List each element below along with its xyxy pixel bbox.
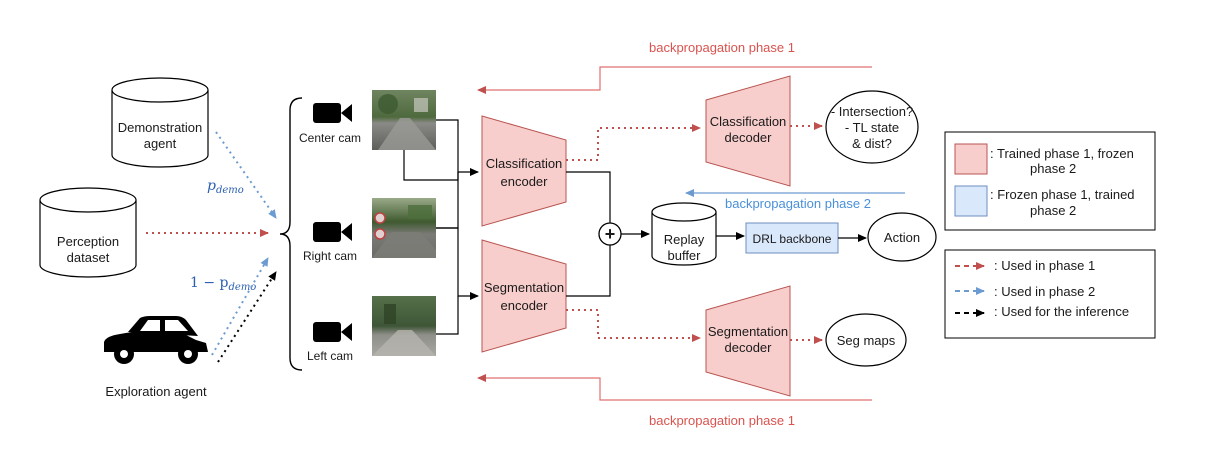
segmentation-decoder-label-2: decoder bbox=[725, 340, 773, 355]
right-cam-label: Right cam bbox=[303, 249, 357, 263]
camera-brace bbox=[279, 97, 303, 371]
left-cam-label: Left cam bbox=[307, 349, 353, 363]
classification-encoder-label-2: encoder bbox=[501, 174, 549, 189]
legend-phase2-label: : Used in phase 2 bbox=[994, 284, 1095, 299]
center-cam-image bbox=[372, 90, 436, 150]
segmentation-decoder-label-1: Segmentation bbox=[708, 324, 788, 339]
backprop-bottom-label: backpropagation phase 1 bbox=[649, 413, 795, 428]
legend-frozen-line-1: : Frozen phase 1, trained bbox=[990, 187, 1135, 202]
drl-backbone-box: DRL backbone bbox=[745, 222, 839, 254]
p-demo-label: pdemo bbox=[207, 178, 244, 196]
backprop-phase2-arrow: backpropagation phase 2 bbox=[685, 189, 905, 211]
demonstration-agent-database: Demonstration agent bbox=[111, 77, 209, 168]
legend-trained-line-1: : Trained phase 1, frozen bbox=[990, 146, 1134, 161]
left-cam-icon bbox=[313, 322, 352, 342]
legend-phase1-label: : Used in phase 1 bbox=[994, 258, 1095, 273]
segmentation-encoder: Segmentation encoder bbox=[481, 239, 567, 353]
demo-agent-label-1: Demonstration bbox=[118, 120, 203, 135]
exploration-to-cams-arrows bbox=[211, 257, 277, 363]
seg-encoder-to-decoder-arrow bbox=[566, 309, 701, 342]
legend-arrow-usage: : Used in phase 1 : Used in phase 2 : Us… bbox=[944, 249, 1156, 339]
perception-dataset-database: Perception dataset bbox=[39, 187, 137, 278]
legend-inference-label: : Used for the inference bbox=[994, 304, 1129, 319]
action-label: Action bbox=[884, 230, 920, 245]
left-cam-image bbox=[372, 296, 436, 356]
exploration-agent-label: Exploration agent bbox=[105, 384, 207, 399]
classification-decoder: Classification decoder bbox=[705, 75, 791, 187]
encoders-to-sum-lines bbox=[566, 171, 611, 297]
legend-frozen-line-2: phase 2 bbox=[1030, 203, 1076, 218]
legend-red-swatch bbox=[954, 143, 988, 175]
sum-node: + bbox=[598, 222, 622, 246]
cams-to-encoders-lines bbox=[403, 119, 479, 335]
classification-encoder-label-1: Classification bbox=[486, 156, 563, 171]
cls-output-line-1: - Intersection? bbox=[831, 104, 913, 119]
right-cam-icon bbox=[313, 222, 352, 242]
seg-maps-output: Seg maps bbox=[825, 313, 907, 367]
backprop-top-label: backpropagation phase 1 bbox=[649, 40, 795, 55]
cls-output-line-2: - TL state bbox=[845, 120, 899, 135]
classification-decoder-label-2: decoder bbox=[725, 130, 773, 145]
perception-dataset-label-2: dataset bbox=[67, 250, 110, 265]
one-minus-p-demo-label: 1 − pdemo bbox=[190, 275, 256, 293]
action-output: Action bbox=[867, 212, 937, 262]
sum-symbol: + bbox=[605, 224, 616, 244]
backprop-phase2-label: backpropagation phase 2 bbox=[725, 196, 871, 211]
segmentation-encoder-label-1: Segmentation bbox=[484, 280, 564, 295]
demo-to-cams-arrow bbox=[215, 131, 277, 219]
legend-trained-line-2: phase 2 bbox=[1030, 161, 1076, 176]
perception-dataset-label-1: Perception bbox=[57, 234, 119, 249]
classification-decoder-label-1: Classification bbox=[710, 114, 787, 129]
backprop-top-arrow: backpropagation phase 1 bbox=[477, 40, 872, 94]
replay-buffer-label-2: buffer bbox=[667, 248, 701, 263]
car-icon bbox=[104, 316, 208, 364]
right-cam-image bbox=[372, 198, 436, 258]
segmentation-encoder-label-2: encoder bbox=[501, 298, 549, 313]
seg-maps-label: Seg maps bbox=[837, 333, 896, 348]
demo-agent-label-2: agent bbox=[144, 136, 177, 151]
replay-buffer-database: Replay buffer bbox=[651, 202, 717, 266]
center-cam-icon bbox=[313, 103, 352, 123]
replay-buffer-label-1: Replay bbox=[664, 232, 705, 247]
legend-training-status: : Trained phase 1, frozen phase 2 : Froz… bbox=[944, 131, 1156, 231]
drl-backbone-label: DRL backbone bbox=[753, 232, 832, 246]
segmentation-decoder: Segmentation decoder bbox=[705, 285, 791, 397]
cls-output-line-3: & dist? bbox=[852, 136, 892, 151]
center-cam-label: Center cam bbox=[299, 131, 361, 145]
legend-blue-swatch bbox=[954, 185, 988, 217]
classification-output: - Intersection? - TL state & dist? bbox=[825, 90, 919, 164]
cls-encoder-to-decoder-arrow bbox=[566, 124, 701, 161]
classification-encoder: Classification encoder bbox=[481, 115, 567, 227]
backprop-bottom-arrow: backpropagation phase 1 bbox=[477, 374, 872, 428]
